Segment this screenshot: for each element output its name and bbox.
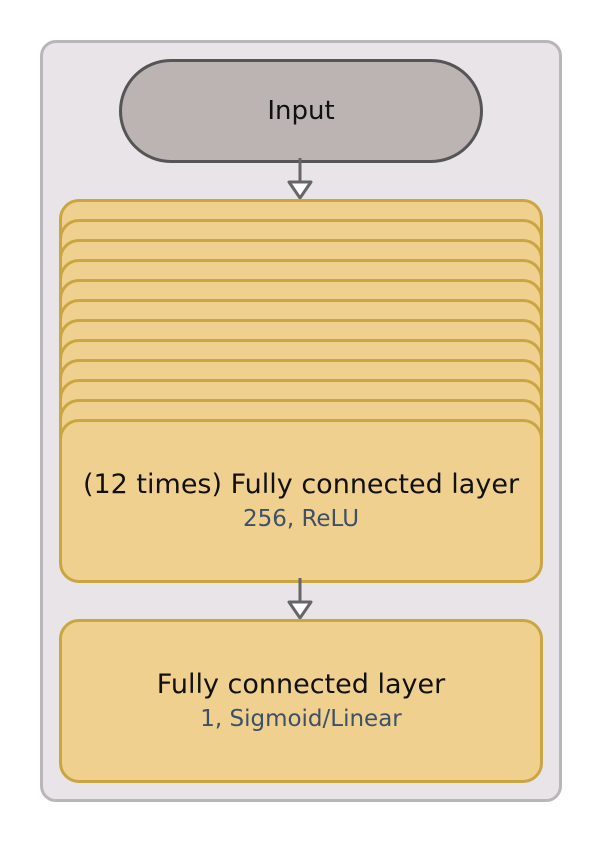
input-node: Input: [119, 59, 483, 163]
repeated-fc-layer: (12 times) Fully connected layer 256, Re…: [59, 419, 543, 583]
output-fc-layer-subtitle: 1, Sigmoid/Linear: [200, 706, 402, 732]
output-fc-layer-title: Fully connected layer: [156, 669, 446, 700]
repeated-fc-layer-subtitle: 256, ReLU: [242, 506, 360, 532]
input-node-label: Input: [267, 96, 335, 126]
arrow-input-to-repeated: [287, 158, 313, 200]
arrow-repeated-to-output: [287, 578, 313, 620]
repeated-fc-layer-title: (12 times) Fully connected layer: [82, 469, 520, 500]
output-fc-layer: Fully connected layer 1, Sigmoid/Linear: [59, 619, 543, 783]
